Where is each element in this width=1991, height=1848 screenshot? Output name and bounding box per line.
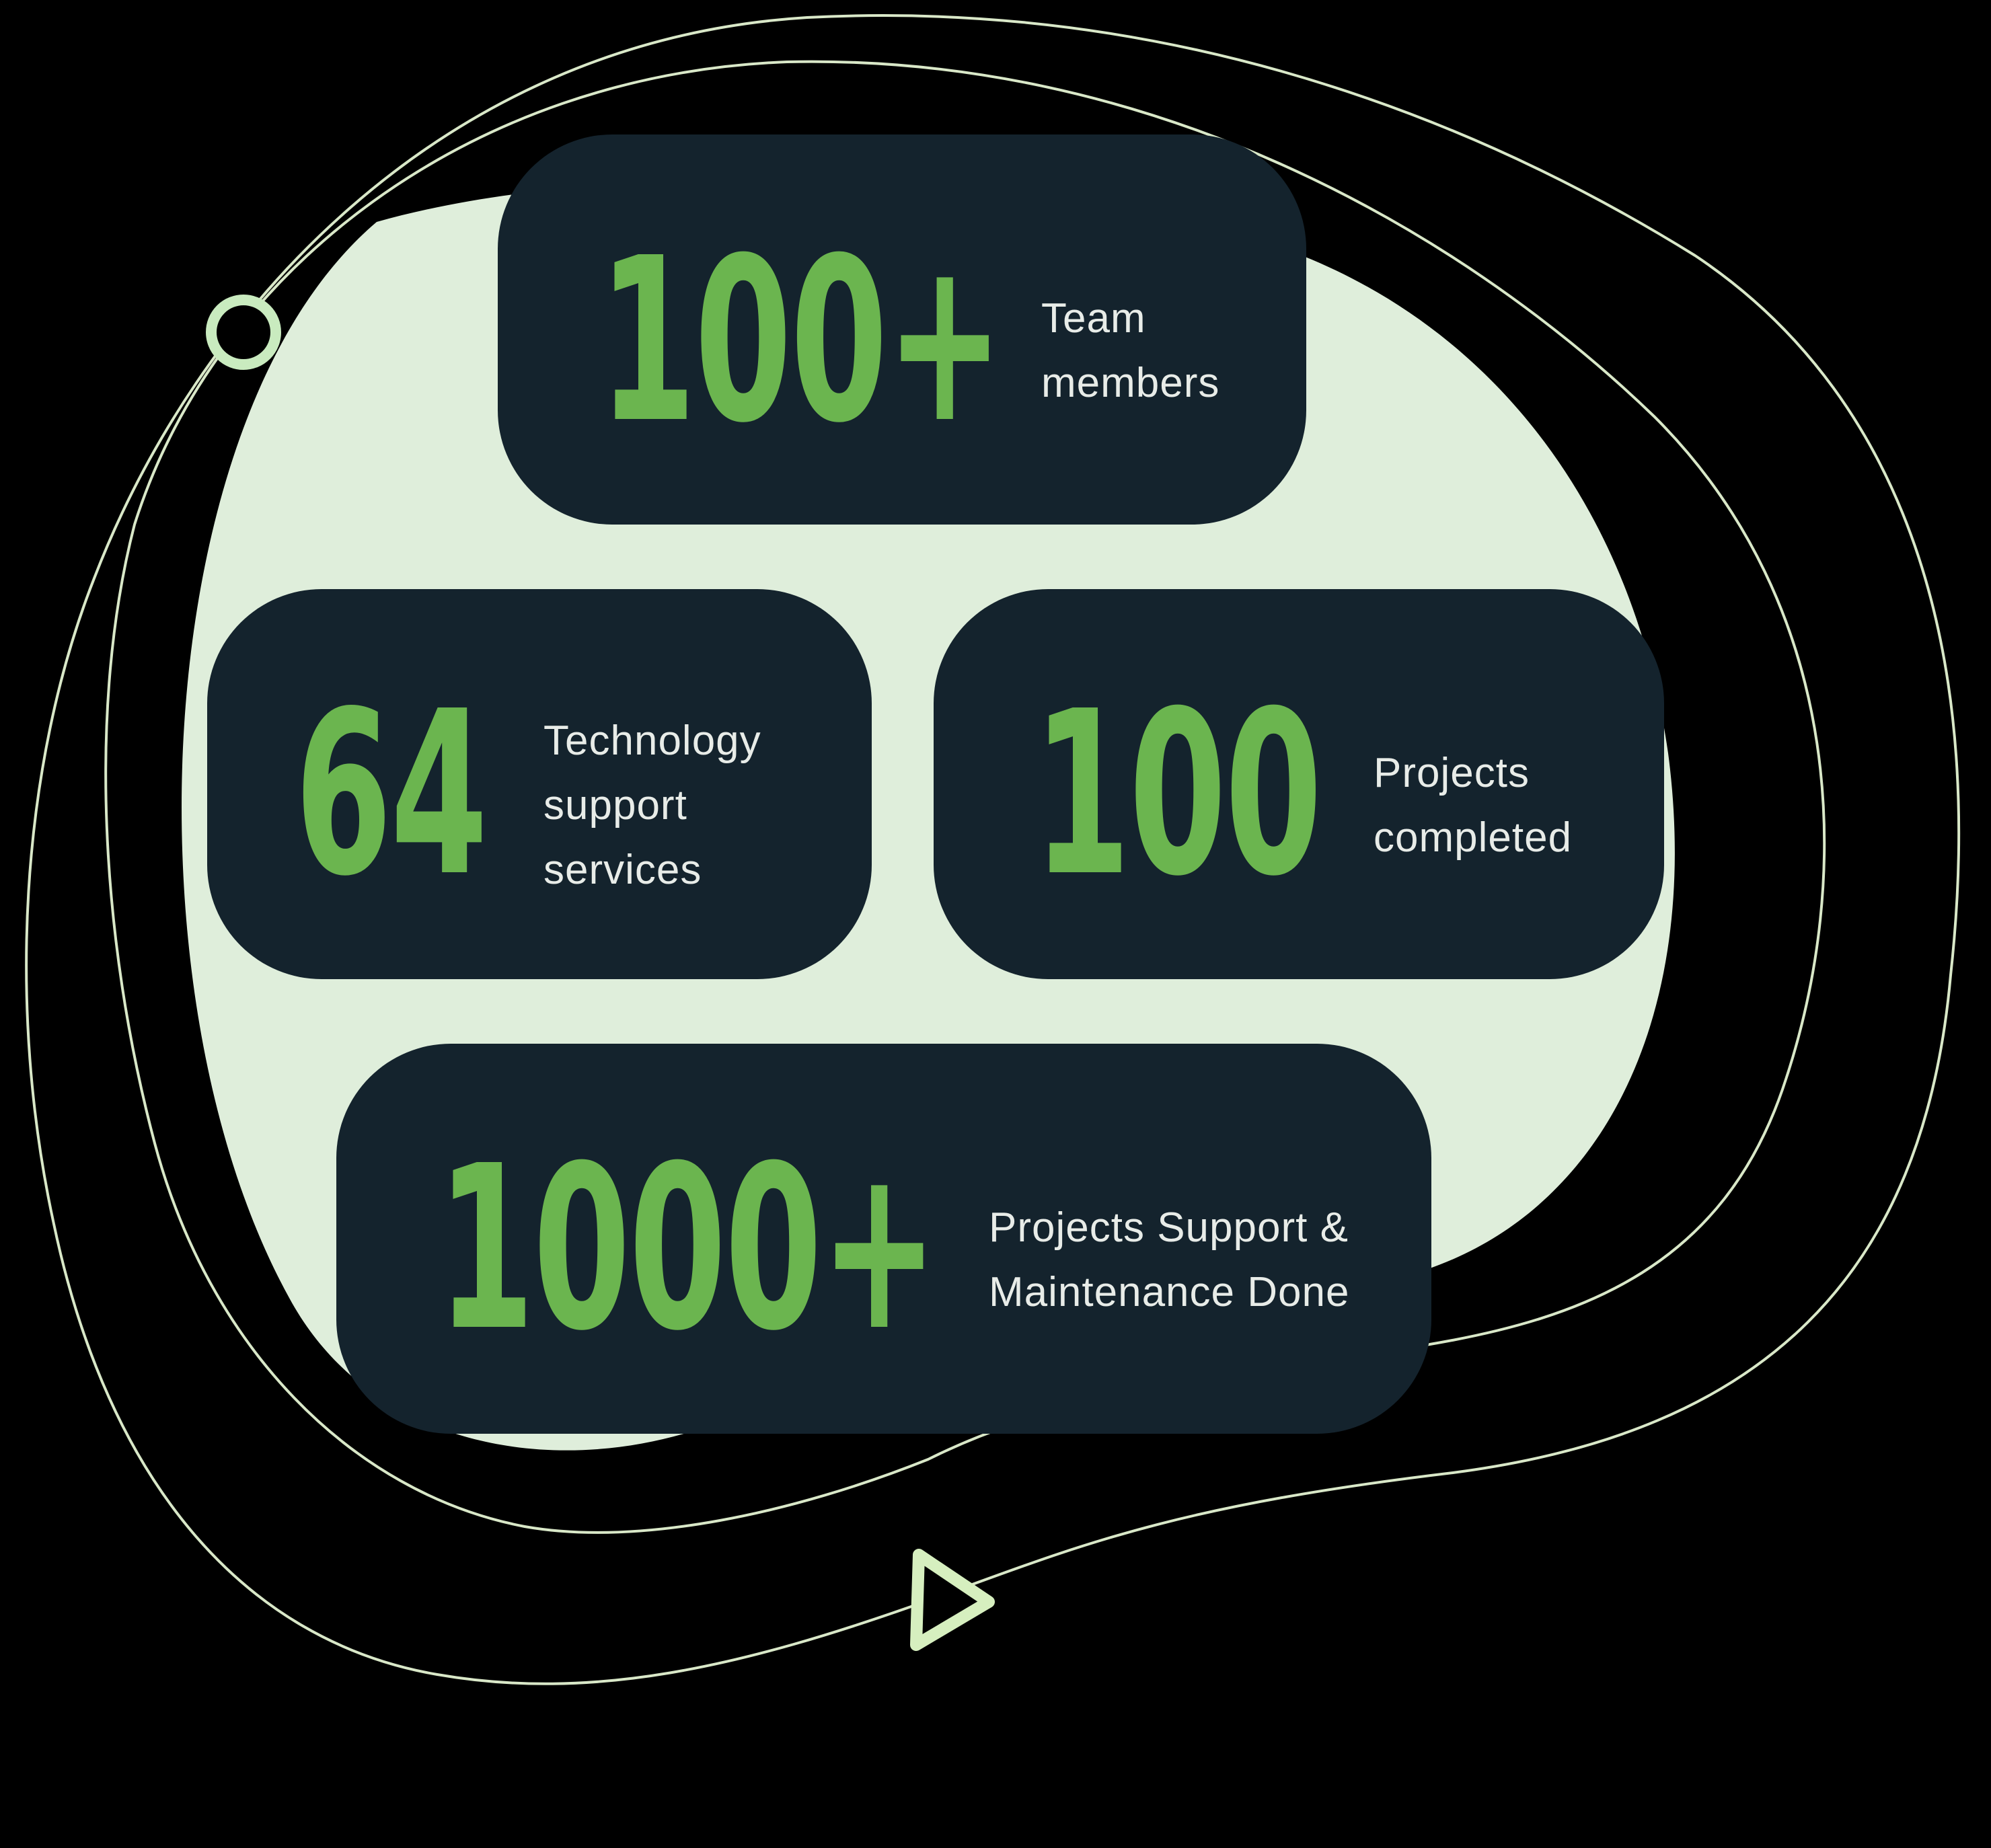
stat-value: 64 (295, 663, 488, 926)
stat-label-line: Projects (1374, 750, 1530, 796)
stat-label-line: support (543, 782, 687, 829)
stat-label-line: Projects Support & (989, 1204, 1349, 1251)
stat-card-technology-support: 64 Technology support services (207, 589, 872, 979)
stat-label: Team members (1041, 286, 1219, 416)
stat-label-line: services (543, 847, 702, 893)
stat-label: Projects completed (1374, 741, 1572, 870)
play-triangle-outline-icon (910, 1549, 995, 1651)
stat-card-team-members: 100+ Team members (498, 134, 1306, 525)
stat-value: 1000+ (437, 1118, 938, 1381)
stat-card-projects-completed: 100 Projects completed (934, 589, 1664, 979)
inner-outline-loop (104, 60, 1826, 1534)
circle-outline-icon (206, 295, 281, 370)
stat-value: 100 (1033, 663, 1322, 926)
stat-label-line: members (1041, 360, 1220, 406)
stat-label-line: completed (1374, 814, 1573, 861)
stat-label: Technology support services (543, 709, 761, 902)
stat-value: 100+ (599, 210, 1004, 473)
stat-label: Projects Support & Maintenance Done (989, 1196, 1349, 1325)
stat-label-line: Technology (543, 718, 761, 764)
stat-card-support-maintenance: 1000+ Projects Support & Maintenance Don… (336, 1044, 1431, 1434)
stat-label-line: Team (1041, 295, 1146, 342)
stat-label-line: Maintenance Done (989, 1269, 1350, 1315)
